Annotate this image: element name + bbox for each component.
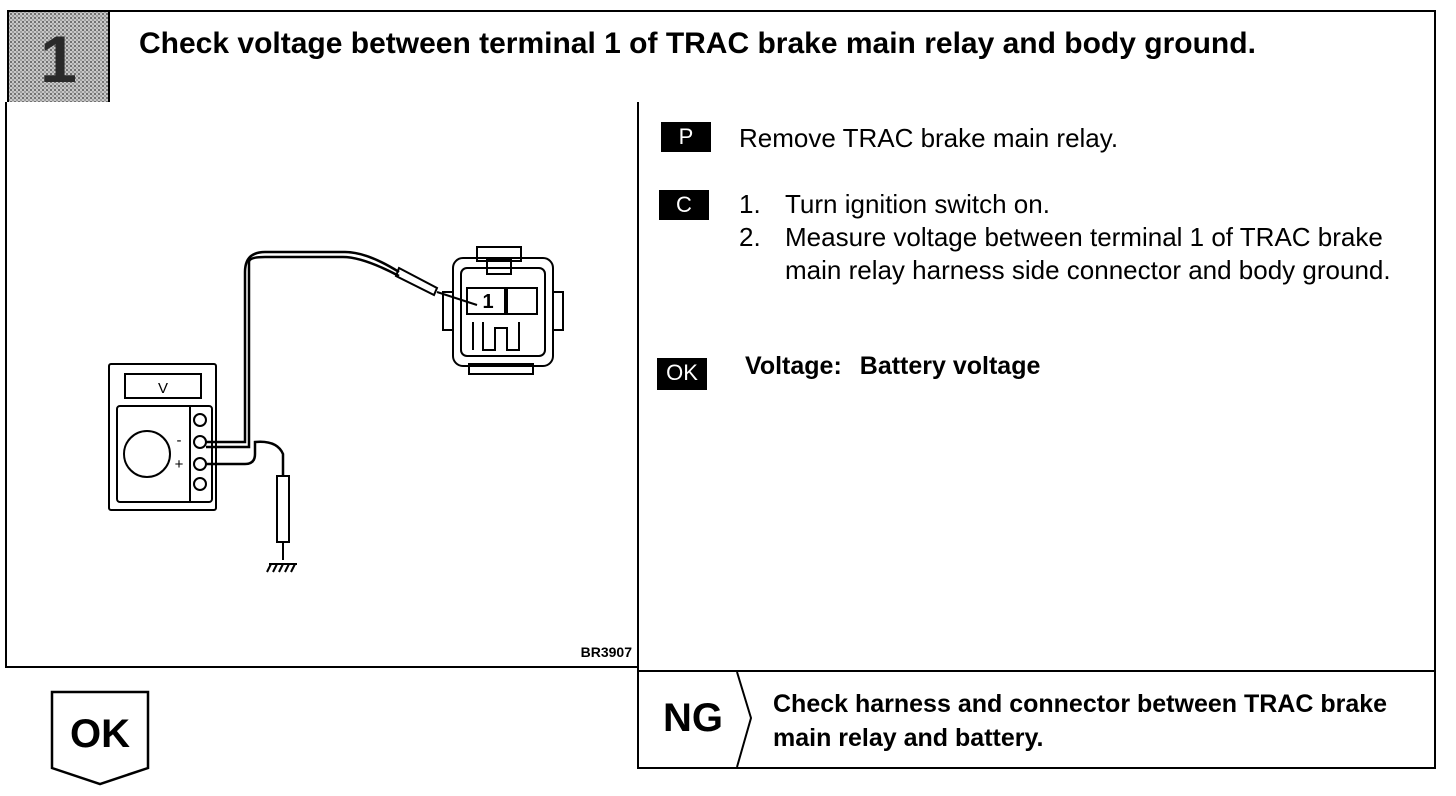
voltmeter-connector-illustration: V - + — [108, 246, 564, 573]
check-steps: 1. Turn ignition switch on. 2. Measure v… — [739, 188, 1399, 287]
ok-label: OK — [70, 712, 130, 756]
minus-terminal-label: - — [177, 432, 182, 449]
step-title: Check voltage between terminal 1 of TRAC… — [139, 27, 1256, 60]
ok-criterion-value: Battery voltage — [859, 352, 1041, 380]
figure-id: BR3907 — [580, 644, 632, 660]
check-tag: C — [659, 190, 709, 220]
ng-result: NG Check harness and connector between T… — [637, 670, 1436, 769]
ok-criterion: Voltage: Battery voltage — [745, 352, 1040, 381]
step-text: Turn ignition switch on. — [785, 189, 1050, 219]
prepare-tag: P — [661, 122, 711, 152]
ok-tag: OK — [657, 358, 707, 390]
instructions-panel: P Remove TRAC brake main relay. C 1. Tur… — [637, 102, 1436, 672]
check-step: 1. Turn ignition switch on. — [739, 188, 1399, 221]
step-number-box: 1 — [9, 12, 110, 105]
step-index: 1. — [739, 189, 761, 219]
relay-connector-icon — [442, 246, 564, 375]
ng-action-text: Check harness and connector between TRAC… — [773, 690, 1388, 752]
step-text: Measure voltage between terminal 1 of TR… — [785, 222, 1391, 285]
meter-unit-label: V — [158, 380, 168, 397]
ok-criterion-label: Voltage: — [745, 352, 842, 380]
step-header: 1 Check voltage between terminal 1 of TR… — [7, 10, 1436, 107]
plus-terminal-label: + — [175, 456, 184, 473]
voltmeter-icon — [108, 363, 217, 511]
test-lead-wires — [206, 250, 400, 476]
wiring-diagram: V - + — [5, 102, 642, 668]
ng-arrow-divider — [736, 672, 753, 767]
probe-icon — [394, 266, 478, 306]
check-step: 2. Measure voltage between terminal 1 of… — [739, 221, 1399, 287]
step-number: 1 — [40, 21, 77, 96]
ok-arrow-box — [50, 690, 150, 786]
ground-probe-icon — [266, 475, 297, 573]
ng-label: NG — [663, 696, 723, 740]
step-index: 2. — [739, 222, 761, 252]
prepare-text: Remove TRAC brake main relay. — [739, 123, 1119, 153]
terminal-1-label: 1 — [482, 291, 493, 313]
